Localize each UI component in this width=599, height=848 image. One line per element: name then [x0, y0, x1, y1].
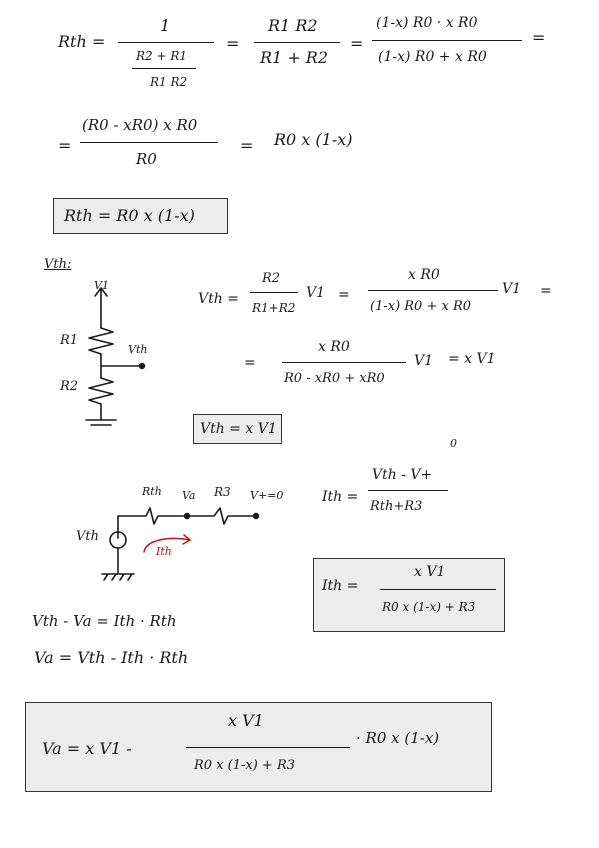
result-box-va-denominator: R0 x (1-x) + R3	[194, 758, 296, 773]
eq1-frac2-numerator: R1 R2	[268, 16, 318, 35]
eq1-equals-b: =	[350, 34, 364, 53]
circuit2-label-va: Va	[182, 489, 196, 502]
result-box-vth-text: Vth = x V1	[200, 421, 277, 437]
eq3-equals-b: =	[540, 283, 552, 299]
eq4-denominator: R0 - xR0 + xR0	[284, 371, 385, 386]
result-box-ith: Ith = x V1 R0 x (1-x) + R3	[313, 558, 505, 632]
eq4-equals-b: = x V1	[448, 351, 496, 367]
eq3-frac2-denominator: (1-x) R0 + x R0	[370, 299, 472, 314]
eq1-frac1-den-numerator: R2 + R1	[136, 49, 188, 63]
circuit2-label-rth: Rth	[142, 485, 162, 498]
eq5-lhs: Ith =	[322, 489, 359, 505]
eq2-equals-b: =	[240, 136, 254, 155]
eq3-v1-a: V1	[306, 285, 326, 301]
eq5-numerator: Vth - V+	[372, 467, 433, 483]
result-box-ith-numerator: x V1	[414, 564, 446, 580]
eq6-text: Vth - Va = Ith · Rth	[32, 612, 177, 630]
eq3-frac1-numerator: R2	[262, 271, 281, 286]
eq2-numerator: (R0 - xR0) x R0	[82, 116, 198, 134]
eq3-equals-a: =	[338, 287, 350, 303]
eq5-denominator: Rth+R3	[370, 499, 423, 514]
eq1-frac1-den-denominator: R1 R2	[150, 75, 188, 89]
eq4-numerator: x R0	[318, 339, 350, 355]
result-box-va-bar	[186, 747, 350, 748]
result-box-va-lhs: Va = x V1 -	[42, 739, 132, 758]
result-box-va: Va = x V1 - x V1 R0 x (1-x) + R3 · R0 x …	[25, 702, 492, 792]
eq2-equals-a: =	[58, 136, 72, 155]
eq3-frac1-bar	[250, 292, 298, 293]
eq2-denominator: R0	[136, 150, 157, 168]
eq5-bar	[368, 490, 448, 491]
eq4-equals-a: =	[244, 355, 256, 371]
eq1-equals-a: =	[226, 34, 240, 53]
eq4-v1: V1	[414, 353, 434, 369]
eq1-frac2-denominator: R1 + R2	[260, 48, 329, 67]
eq3-frac1-denominator: R1+R2	[252, 301, 296, 315]
circuit2-label-vplus: V+=0	[250, 489, 284, 502]
eq1-frac3-bar	[372, 40, 522, 41]
eq2-bar	[80, 142, 218, 143]
circuit2-label-vth: Vth	[76, 529, 99, 544]
result-box-va-rhs: · R0 x (1-x)	[356, 729, 440, 747]
circuit2-label-ith: Ith	[156, 545, 172, 558]
eq1-frac3-denominator: (1-x) R0 + x R0	[378, 49, 487, 65]
eq1-equals-c: =	[532, 28, 546, 47]
eq1-frac1-den-bar	[132, 68, 196, 69]
eq4-bar	[282, 362, 406, 363]
circuit1-label-r1: R1	[60, 333, 79, 348]
result-box-ith-denominator: R0 x (1-x) + R3	[382, 600, 476, 614]
result-box-rth-text: Rth = R0 x (1-x)	[64, 206, 195, 225]
result-box-ith-lhs: Ith =	[322, 578, 359, 594]
eq3-lhs: Vth =	[198, 291, 239, 307]
eq2-result: R0 x (1-x)	[274, 130, 353, 149]
eq1-frac3-numerator: (1-x) R0 · x R0	[376, 15, 478, 31]
eq1-frac2-bar	[254, 42, 340, 43]
result-box-vth: Vth = x V1	[193, 414, 282, 444]
eq5-zero: 0	[450, 437, 457, 450]
eq3-v1-b: V1	[502, 281, 522, 297]
result-box-rth: Rth = R0 x (1-x)	[53, 198, 228, 234]
vth-heading: Vth:	[44, 257, 72, 272]
circuit1-label-r2: R2	[60, 379, 79, 394]
circuit2-label-r3: R3	[214, 485, 231, 499]
eq1-frac1-numerator: 1	[160, 16, 171, 35]
eq1-frac1-bar	[118, 42, 214, 43]
circuit1-label-vth: Vth	[128, 343, 148, 356]
circuit1-label-v1: V1	[94, 279, 109, 292]
result-box-va-numerator: x V1	[228, 711, 264, 730]
eq3-frac2-bar	[368, 290, 498, 291]
eq3-frac2-numerator: x R0	[408, 267, 440, 283]
result-box-ith-bar	[380, 589, 496, 590]
eq1-lhs: Rth =	[58, 32, 106, 51]
eq7-text: Va = Vth - Ith · Rth	[34, 648, 189, 667]
